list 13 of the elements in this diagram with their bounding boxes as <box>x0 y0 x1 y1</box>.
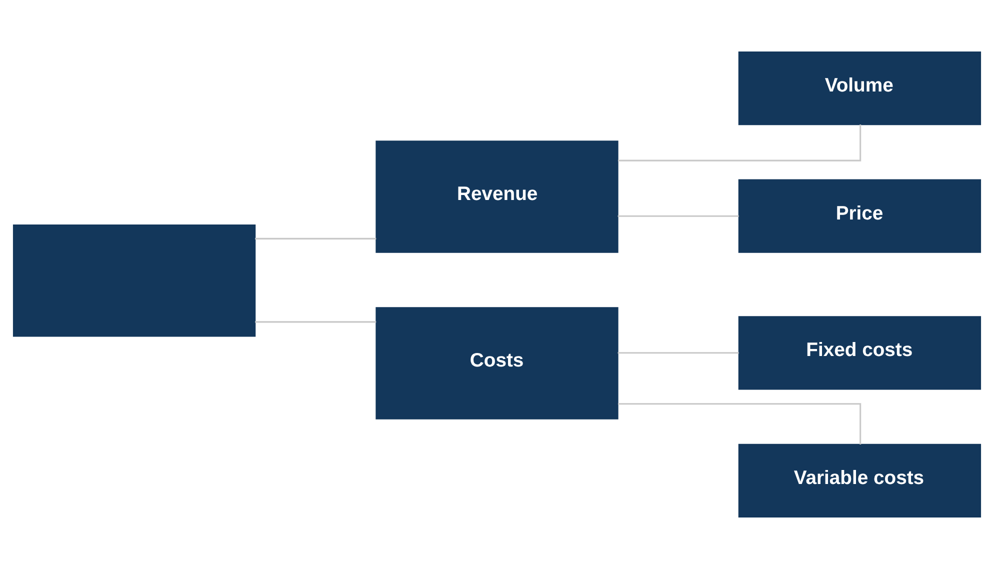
connector <box>618 352 739 354</box>
node-box: Fixed costs <box>738 316 982 390</box>
connector <box>618 214 739 216</box>
connector <box>255 320 376 322</box>
node-box: Variable costs <box>738 443 982 517</box>
connector <box>618 402 862 444</box>
node-box: Costs <box>376 306 618 419</box>
node-box: Volume <box>738 51 982 125</box>
node-box: Price <box>738 178 982 252</box>
node-box <box>12 224 256 336</box>
connector <box>255 237 376 239</box>
node-box: Revenue <box>376 140 618 252</box>
connector <box>618 124 862 161</box>
